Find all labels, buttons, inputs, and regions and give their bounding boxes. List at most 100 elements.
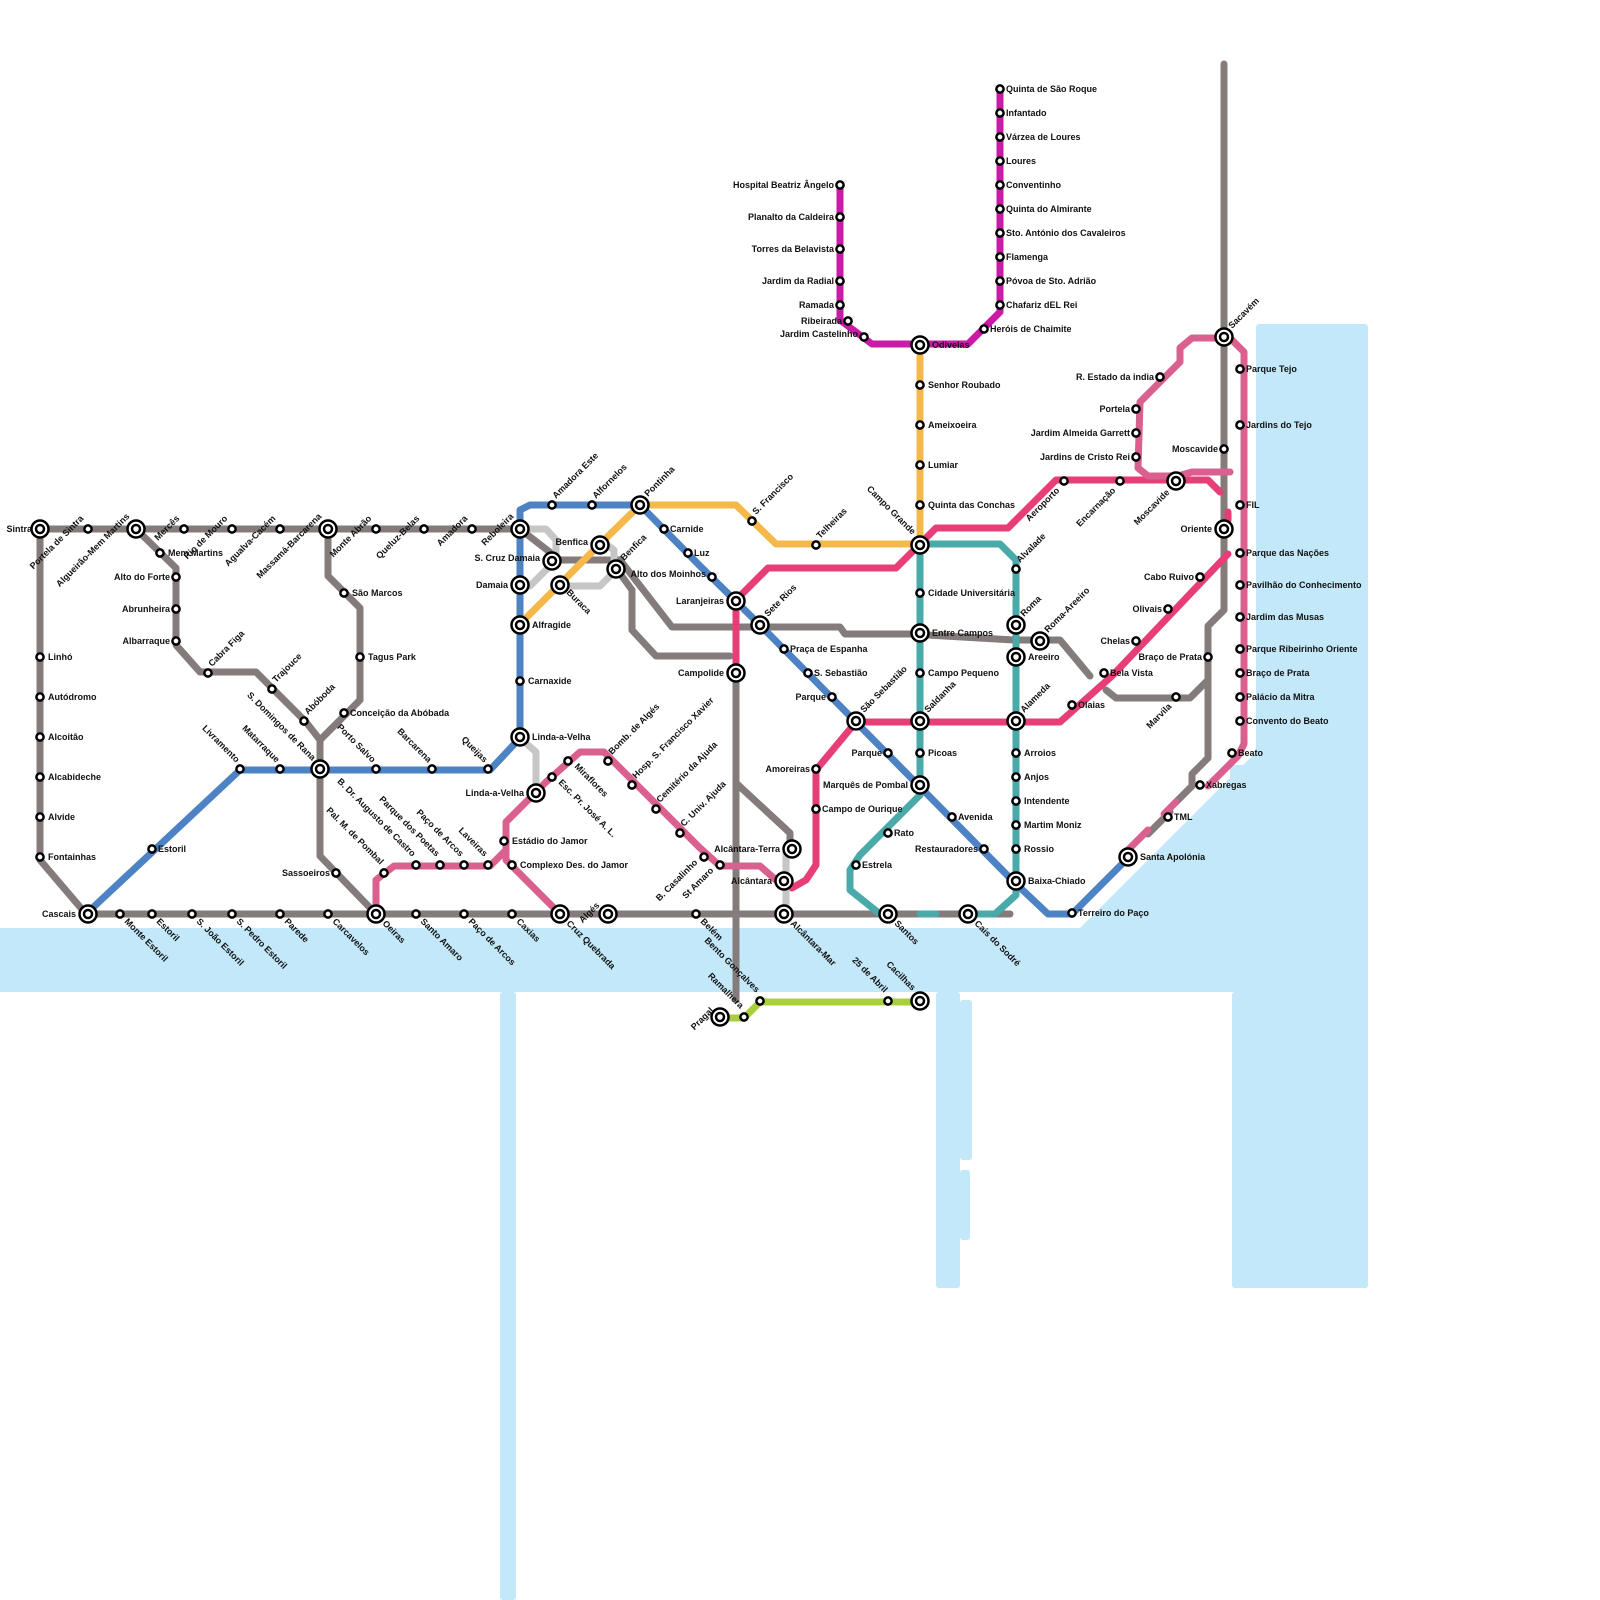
station[interactable]: Ramada <box>799 300 845 310</box>
station[interactable]: Restauradores <box>915 844 989 854</box>
station[interactable]: Campo Pequeno <box>915 668 1000 678</box>
station[interactable]: Chafariz dEL Rei <box>995 300 1077 310</box>
station[interactable]: Pavilhão do Conhecimento <box>1235 580 1362 590</box>
station[interactable]: Quinta do Almirante <box>995 204 1092 214</box>
station[interactable]: Jardins de Cristo Rei <box>1040 452 1141 462</box>
station[interactable]: Conceição da Abóbada <box>339 708 450 718</box>
station[interactable]: Livramento <box>200 723 245 774</box>
station[interactable]: Alvide <box>35 812 75 822</box>
station[interactable]: Moscavide <box>1172 444 1229 454</box>
station[interactable]: Xabregas <box>1195 780 1247 790</box>
station[interactable]: Convento do Beato <box>1235 716 1329 726</box>
station[interactable]: Palácio da Mitra <box>1235 692 1316 702</box>
station[interactable]: Sintra <box>6 519 50 539</box>
station[interactable]: Laranjeiras <box>676 591 746 611</box>
station[interactable]: Alcabideche <box>35 772 101 782</box>
station[interactable]: Amoreiras <box>765 764 821 774</box>
station[interactable]: Várzea de Loures <box>995 132 1081 142</box>
station[interactable]: Queluz-Belas <box>374 513 429 561</box>
station[interactable]: Parque Ribeirinho Oriente <box>1235 644 1358 654</box>
station[interactable]: Matarraque <box>240 723 285 774</box>
station[interactable]: Avenida <box>947 812 994 822</box>
station[interactable]: Jardim das Musas <box>1235 612 1324 622</box>
station[interactable]: Damaia <box>476 575 530 595</box>
station[interactable]: Praça de Espanha <box>779 644 869 654</box>
station[interactable]: Portela <box>1099 404 1141 414</box>
station[interactable]: Porto Salvo <box>335 722 381 774</box>
station[interactable]: Lumiar <box>915 460 959 470</box>
station[interactable]: Abrunheira <box>122 604 181 614</box>
station[interactable]: Intendente <box>1011 796 1070 806</box>
station[interactable]: Linhó <box>35 652 73 662</box>
station[interactable]: Loures <box>995 156 1036 166</box>
station[interactable]: Planalto da Caldeira <box>748 212 845 222</box>
station[interactable]: Senhor Roubado <box>915 380 1001 390</box>
station[interactable]: Braço de Prata <box>1138 652 1213 662</box>
station[interactable]: Encarnação <box>1074 476 1125 528</box>
station[interactable]: Linda-a-Velha <box>510 727 592 747</box>
station[interactable]: Beato <box>1227 748 1264 758</box>
station[interactable]: Areeiro <box>1006 647 1061 667</box>
station[interactable]: Alto dos Moinhos <box>631 569 717 582</box>
station[interactable]: C. Univ. Ajuda <box>675 778 729 838</box>
station[interactable]: Olivais <box>1132 604 1173 614</box>
station[interactable]: Campolide <box>678 663 746 683</box>
station[interactable]: Braço de Prata <box>1235 668 1311 678</box>
station[interactable]: Odivelas <box>910 335 970 355</box>
station[interactable]: R. Estado da india <box>1076 372 1165 382</box>
station[interactable]: Ribeirada <box>801 316 853 326</box>
station[interactable]: Cidade Universitária <box>915 588 1016 598</box>
station[interactable]: São Marcos <box>339 588 403 598</box>
station[interactable]: Alcoitão <box>35 732 84 742</box>
station[interactable]: Linda-a-Velha <box>465 783 546 803</box>
station[interactable]: Oriente <box>1180 519 1234 539</box>
station[interactable]: Parque <box>851 748 893 758</box>
station[interactable]: Rossio <box>1011 844 1055 854</box>
station[interactable]: Complexo Des. do Jamor <box>507 860 629 870</box>
station[interactable]: Sto. António dos Cavaleiros <box>995 228 1126 238</box>
station[interactable]: Anjos <box>1011 772 1049 782</box>
station[interactable]: Trajouce <box>267 651 304 694</box>
station[interactable]: Arroios <box>1011 748 1056 758</box>
station[interactable]: Albarraque <box>122 636 181 646</box>
station[interactable]: Estoril <box>147 844 186 854</box>
station[interactable]: Quinta de São Roque <box>995 84 1097 94</box>
station[interactable]: Sassoeiros <box>282 868 341 878</box>
station[interactable]: Alcântara-Terra <box>714 839 802 859</box>
station[interactable]: Jardim da Radial <box>762 276 845 286</box>
station[interactable]: Abóboda <box>299 681 338 726</box>
station[interactable]: Quinta das Conchas <box>915 500 1015 510</box>
station[interactable]: Rato <box>883 828 915 838</box>
station[interactable]: Alfragide <box>510 615 572 635</box>
station[interactable]: S. Cruz Damaia <box>474 551 562 571</box>
station[interactable]: Conventinho <box>995 180 1061 190</box>
station[interactable]: TML <box>1163 812 1193 822</box>
station[interactable]: FIL <box>1235 500 1260 510</box>
station[interactable]: Estrela <box>851 860 893 870</box>
station[interactable]: Entre Campos <box>910 623 994 643</box>
station[interactable]: Infantado <box>995 108 1047 118</box>
station[interactable]: Parque Tejo <box>1235 364 1297 374</box>
station[interactable]: Mem Martins <box>155 548 223 558</box>
station[interactable]: Santa Apolónia <box>1118 847 1207 867</box>
station[interactable]: Fontainhas <box>35 852 96 862</box>
station[interactable]: Monte Abrão <box>328 513 381 559</box>
station[interactable]: Jardins do Tejo <box>1235 420 1312 430</box>
station[interactable]: Estádio do Jamor <box>499 836 588 846</box>
station[interactable]: Picoas <box>915 748 957 758</box>
station[interactable]: Amadora Este <box>547 451 600 510</box>
station[interactable]: Esc. Pr. José A. L. <box>547 772 618 839</box>
station[interactable]: Alvalade <box>1011 531 1048 574</box>
station[interactable]: Alto do Forte <box>114 572 181 582</box>
station[interactable]: Barcarena <box>395 726 437 774</box>
station[interactable]: Autódromo <box>35 692 97 702</box>
station[interactable]: Luz <box>683 548 710 558</box>
station[interactable]: Chelas <box>1100 636 1141 646</box>
station[interactable]: Ameixoeira <box>915 420 978 430</box>
station[interactable]: Jardim Almeida Garrett <box>1031 428 1141 438</box>
station[interactable]: Póvoa de Sto. Adrião <box>995 276 1097 286</box>
station[interactable]: Cabo Ruivo <box>1144 572 1205 582</box>
station[interactable]: Alcântara <box>731 871 794 891</box>
station[interactable]: Cascais <box>42 904 98 924</box>
station[interactable]: Flamenga <box>995 252 1049 262</box>
